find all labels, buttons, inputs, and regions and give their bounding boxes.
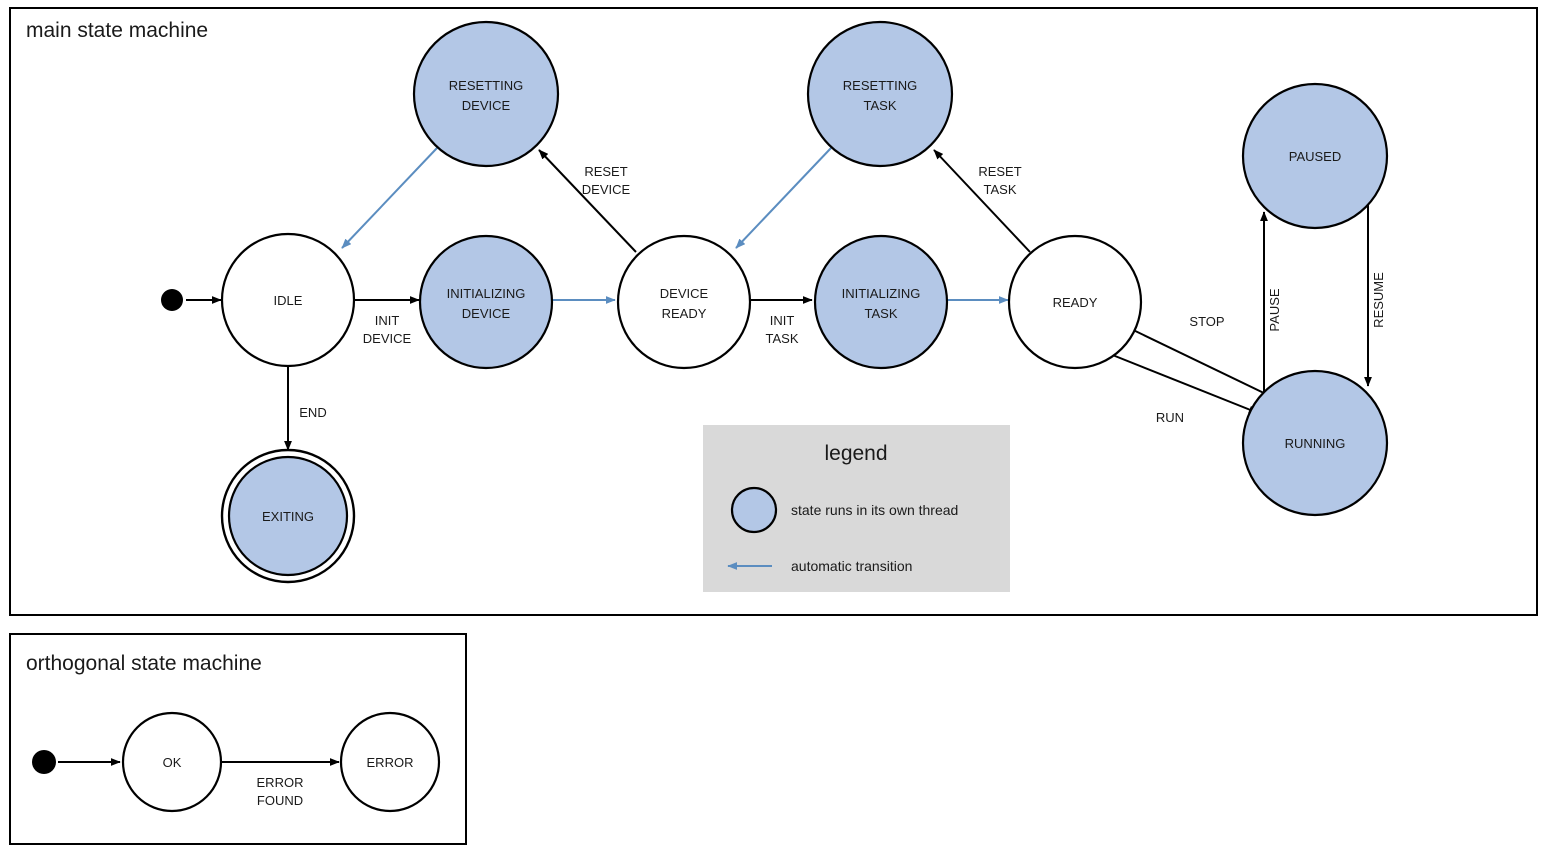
edge-label-init-device-line1: INIT xyxy=(375,313,400,328)
edge-label-init-device-line2: DEVICE xyxy=(363,331,412,346)
state-device-ready-label-line2: READY xyxy=(662,306,707,321)
edge-resetting-task-to-device-ready xyxy=(735,147,832,249)
edge-label-init-task-line2: TASK xyxy=(766,331,799,346)
state-initializing-device[interactable]: INITIALIZING DEVICE xyxy=(418,234,554,370)
edge-resetting-device-to-idle xyxy=(341,147,438,249)
orthogonal-machine-frame xyxy=(9,633,467,845)
state-initializing-task[interactable]: INITIALIZING TASK xyxy=(813,234,949,370)
edge-device-ready-to-resetting-device xyxy=(538,149,637,253)
state-resetting-task[interactable]: RESETTING TASK xyxy=(806,20,954,168)
state-exiting[interactable]: EXITING xyxy=(220,448,356,584)
edge-label-reset-device-line2: DEVICE xyxy=(582,182,631,197)
state-idle[interactable]: IDLE xyxy=(220,232,356,368)
edge-label-reset-task-line1: RESET xyxy=(978,164,1021,179)
state-initializing-device-label-line1: INITIALIZING xyxy=(447,286,526,301)
initial-state-dot xyxy=(161,289,183,311)
state-idle-label: IDLE xyxy=(274,293,303,308)
state-initializing-task-label-line1: INITIALIZING xyxy=(842,286,921,301)
state-error[interactable]: ERROR xyxy=(339,711,441,813)
edge-label-resume: RESUME xyxy=(1371,272,1386,328)
state-ready-label: READY xyxy=(1053,295,1098,310)
state-ok[interactable]: OK xyxy=(121,711,223,813)
edge-running-to-ready xyxy=(1126,326,1269,396)
state-paused[interactable]: PAUSED xyxy=(1241,82,1389,230)
state-resetting-task-label-line1: RESETTING xyxy=(843,78,917,93)
state-resetting-device[interactable]: RESETTING DEVICE xyxy=(412,20,560,168)
state-running[interactable]: RUNNING xyxy=(1241,369,1389,517)
edge-label-end: END xyxy=(299,405,326,420)
edge-label-reset-task-line2: TASK xyxy=(984,182,1017,197)
state-ready[interactable]: READY xyxy=(1007,234,1143,370)
main-machine-frame xyxy=(9,7,1538,616)
legend-auto-label: automatic transition xyxy=(791,558,912,574)
state-resetting-device-label-line1: RESETTING xyxy=(449,78,523,93)
edge-label-run: RUN xyxy=(1156,410,1184,425)
orthogonal-machine-title: orthogonal state machine xyxy=(26,652,262,675)
edge-label-reset-device-line1: RESET xyxy=(584,164,627,179)
main-machine-title: main state machine xyxy=(26,19,208,42)
legend-title: legend xyxy=(824,442,887,465)
edge-ready-to-resetting-task xyxy=(933,149,1031,253)
state-resetting-task-label-line2: TASK xyxy=(864,98,897,113)
state-initializing-task-label-line2: TASK xyxy=(865,306,898,321)
state-resetting-device-label-line2: DEVICE xyxy=(462,98,511,113)
orthogonal-initial-state-dot xyxy=(32,750,56,774)
edge-label-init-task-line1: INIT xyxy=(770,313,795,328)
state-error-label: ERROR xyxy=(367,755,414,770)
state-paused-label: PAUSED xyxy=(1289,149,1342,164)
legend-thread-label: state runs in its own thread xyxy=(791,502,958,518)
edge-label-error-found-line2: FOUND xyxy=(257,793,303,808)
edge-label-pause: PAUSE xyxy=(1267,288,1282,331)
state-device-ready-label-line1: DEVICE xyxy=(660,286,709,301)
edge-ready-to-running xyxy=(1109,353,1259,414)
state-running-label: RUNNING xyxy=(1285,436,1346,451)
edge-label-error-found-line1: ERROR xyxy=(257,775,304,790)
state-exiting-label: EXITING xyxy=(262,509,314,524)
state-initializing-device-label-line2: DEVICE xyxy=(462,306,511,321)
legend-thread-swatch xyxy=(730,486,778,534)
state-ok-label: OK xyxy=(163,755,182,770)
edge-label-stop: STOP xyxy=(1189,314,1224,329)
state-device-ready[interactable]: DEVICE READY xyxy=(616,234,752,370)
legend: legend state runs in its own thread auto… xyxy=(703,425,1010,592)
